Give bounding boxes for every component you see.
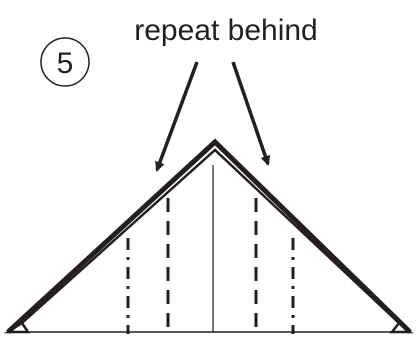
- inner-triangle-edge: [21, 148, 400, 324]
- step-number-circle: [40, 37, 90, 87]
- step-number: 5: [57, 47, 74, 80]
- arrow-right: [231, 61, 271, 166]
- instruction-label: repeat behind: [134, 14, 318, 47]
- outer-triangle: [6, 138, 412, 334]
- arrow-left: [155, 61, 199, 172]
- step-number-badge: 5: [40, 37, 90, 87]
